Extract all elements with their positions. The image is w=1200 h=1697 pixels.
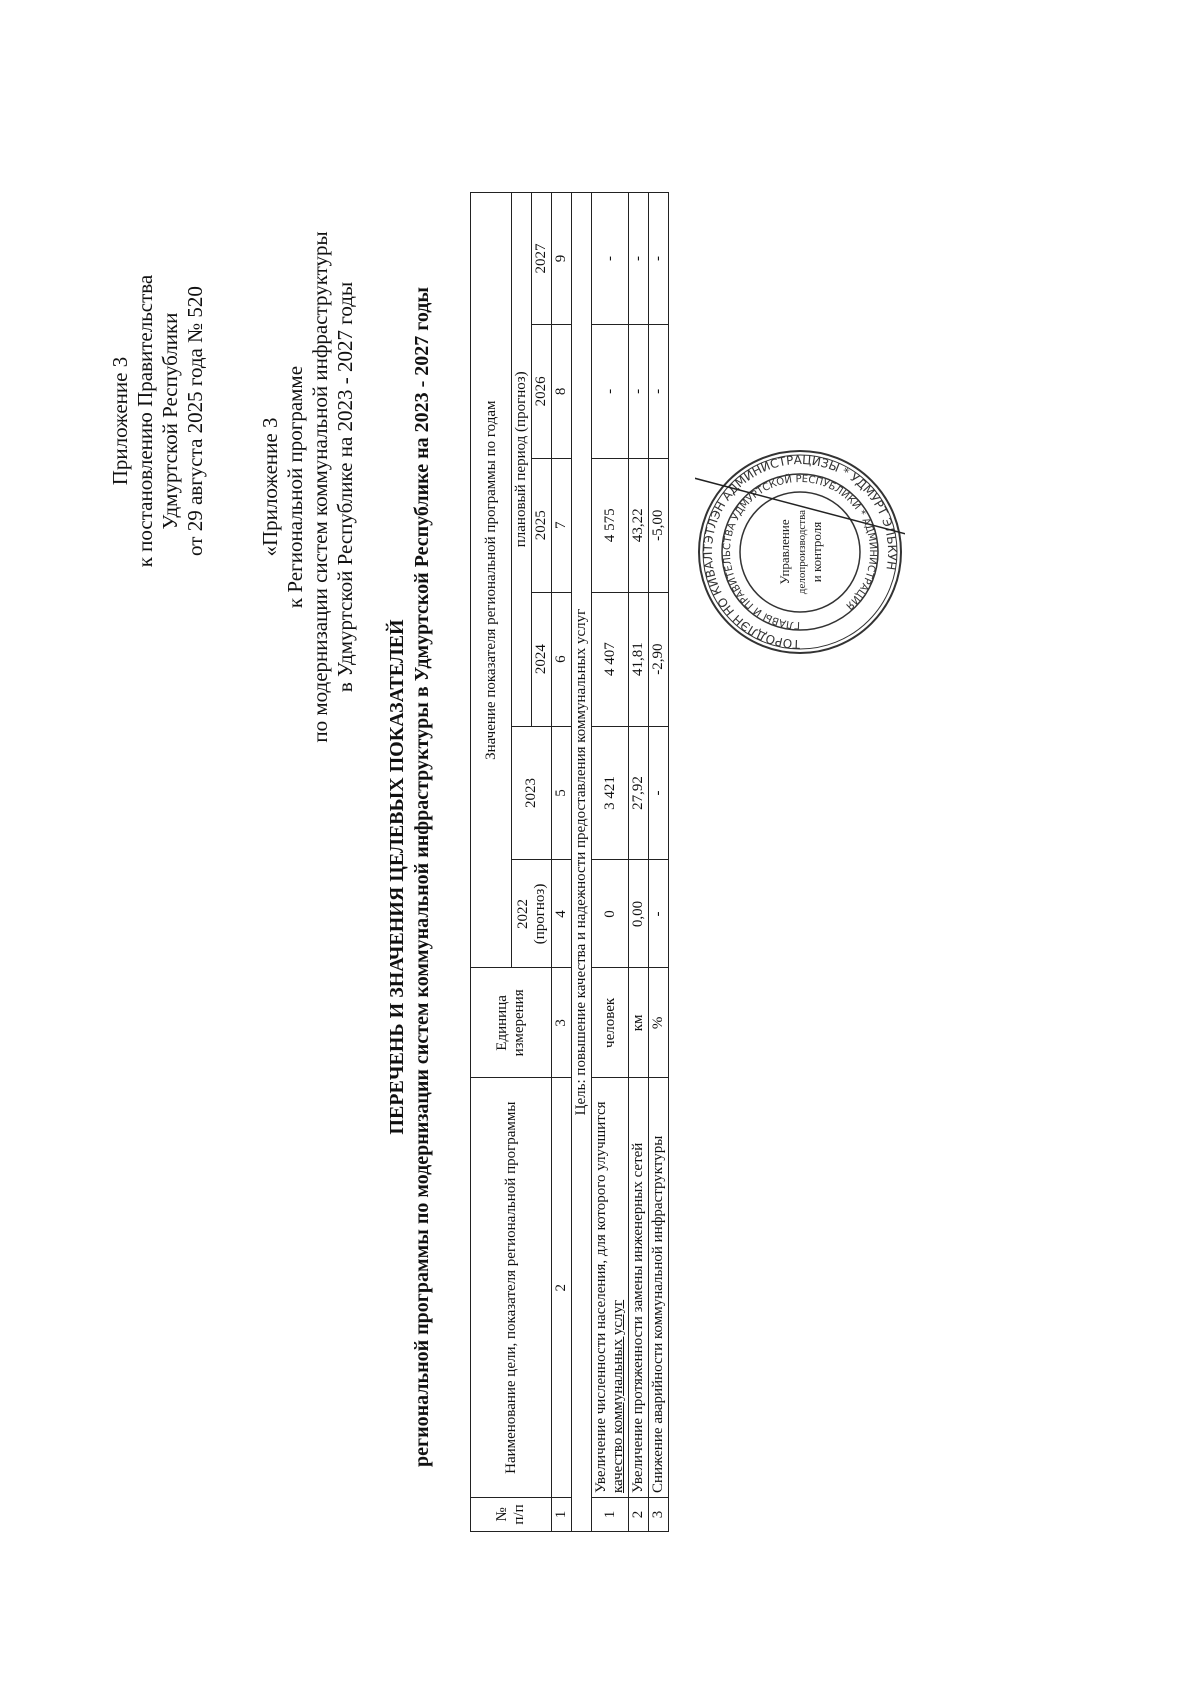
row-name-part: качество коммунальных услуг <box>610 1299 626 1494</box>
row-value: - <box>591 192 629 325</box>
row-value: 27,92 <box>628 726 649 860</box>
row-name: Увеличение численности населения, для ко… <box>591 1077 629 1498</box>
row-name-part: Увеличение численности населения, для ко… <box>593 1101 609 1494</box>
header-year: 2027 <box>531 192 552 325</box>
goal-row: Цель: повышение качества и надежности пр… <box>571 192 592 1532</box>
seal-middle-ring <box>721 473 879 631</box>
seal-outer-ring-inner <box>702 454 898 650</box>
row-value: 41,81 <box>628 592 649 727</box>
row-value: - <box>648 324 669 459</box>
header-2022-note: (прогноз) <box>531 883 548 945</box>
program-appendix-block: «Приложение 3 к Региональной программе п… <box>258 207 358 767</box>
row-value: - <box>648 192 669 325</box>
title-line-1: ПЕРЕЧЕНЬ И ЗНАЧЕНИЯ ЦЕЛЕВЫХ ПОКАЗАТЕЛЕЙ <box>386 619 408 1135</box>
row-value: - <box>591 324 629 459</box>
seal-outer-ring <box>698 450 902 654</box>
row-value: 43,22 <box>628 458 649 593</box>
row-value: - <box>648 726 669 860</box>
row-value: 4 407 <box>591 592 629 727</box>
seal-center-line: делопроизводства <box>796 510 808 594</box>
header-unit: Единица измерения <box>470 967 552 1078</box>
column-number: 8 <box>551 324 572 459</box>
table-row: 2 Увеличение протяженности замены инжене… <box>628 192 649 1532</box>
approval-line: Удмуртской Республики <box>158 312 182 530</box>
row-value: -2,90 <box>648 592 669 727</box>
header-2022: 2022 (прогноз) <box>511 859 552 968</box>
row-unit: км <box>628 967 649 1078</box>
row-value: -5,00 <box>648 458 669 593</box>
approval-line: к постановлению Правительства <box>133 274 157 568</box>
appendix-line: к Региональной программе <box>283 365 307 609</box>
header-2022-year: 2022 <box>514 898 531 929</box>
column-number: 1 <box>551 1497 572 1532</box>
column-number-row: 1 2 3 4 5 6 7 8 9 <box>551 192 572 1532</box>
row-num: 3 <box>648 1497 669 1532</box>
row-value: - <box>628 192 649 325</box>
title-line-2: региональной программы по модернизации с… <box>411 287 433 1468</box>
row-num: 1 <box>591 1497 629 1532</box>
header-year: 2024 <box>531 592 552 727</box>
column-number: 2 <box>551 1077 572 1498</box>
row-name: Увеличение протяженности замены инженерн… <box>628 1077 649 1498</box>
approval-line: от 29 августа 2025 года № 520 <box>183 286 207 556</box>
seal-center-line: Управление <box>777 519 792 584</box>
row-unit: человек <box>591 967 629 1078</box>
signature-stroke <box>695 476 905 540</box>
table-row: 1 Увеличение численности населения, для … <box>591 192 629 1532</box>
official-seal: ТОРОДЛЭН НО КИВАЛТЭТЛЭН АДМИНИСТРАЦИЗЫ *… <box>695 450 905 654</box>
row-value: - <box>648 859 669 968</box>
header-year: 2026 <box>531 324 552 459</box>
document-title: ПЕРЕЧЕНЬ И ЗНАЧЕНИЯ ЦЕЛЕВЫХ ПОКАЗАТЕЛЕЙ … <box>385 197 435 1557</box>
seal-center-line: и контроля <box>809 522 824 582</box>
column-number: 9 <box>551 192 572 325</box>
row-name: Снижение аварийности коммунальной инфрас… <box>648 1077 669 1498</box>
row-unit: % <box>648 967 669 1078</box>
header-values: Значение показателя региональной програм… <box>470 192 512 968</box>
column-number: 3 <box>551 967 572 1078</box>
column-number: 7 <box>551 458 572 593</box>
row-value: - <box>628 324 649 459</box>
column-number: 5 <box>551 726 572 860</box>
appendix-line: по модернизации систем коммунальной инфр… <box>308 231 332 743</box>
row-value: 3 421 <box>591 726 629 860</box>
approval-block: Приложение 3 к постановлению Правительст… <box>108 181 208 661</box>
indicators-table: № п/п Наименование цели, показателя реги… <box>470 192 669 1532</box>
header-year: 2025 <box>531 458 552 593</box>
column-number: 4 <box>551 859 572 968</box>
header-planned: плановый период (прогноз) <box>511 192 532 727</box>
row-value: 0,00 <box>628 859 649 968</box>
table-row: 3 Снижение аварийности коммунальной инфр… <box>648 192 669 1532</box>
seal-inner-ring <box>739 491 861 613</box>
header-year: 2023 <box>511 726 552 860</box>
appendix-line: «Приложение 3 <box>258 417 282 557</box>
header-num: № п/п <box>470 1497 552 1532</box>
appendix-line: в Удмуртской Республике на 2023 - 2027 г… <box>333 281 357 693</box>
row-value: 4 575 <box>591 458 629 593</box>
header-name: Наименование цели, показателя региональн… <box>470 1077 552 1498</box>
approval-line: Приложение 3 <box>108 356 132 486</box>
column-number: 6 <box>551 592 572 727</box>
row-value: 0 <box>591 859 629 968</box>
row-num: 2 <box>628 1497 649 1532</box>
